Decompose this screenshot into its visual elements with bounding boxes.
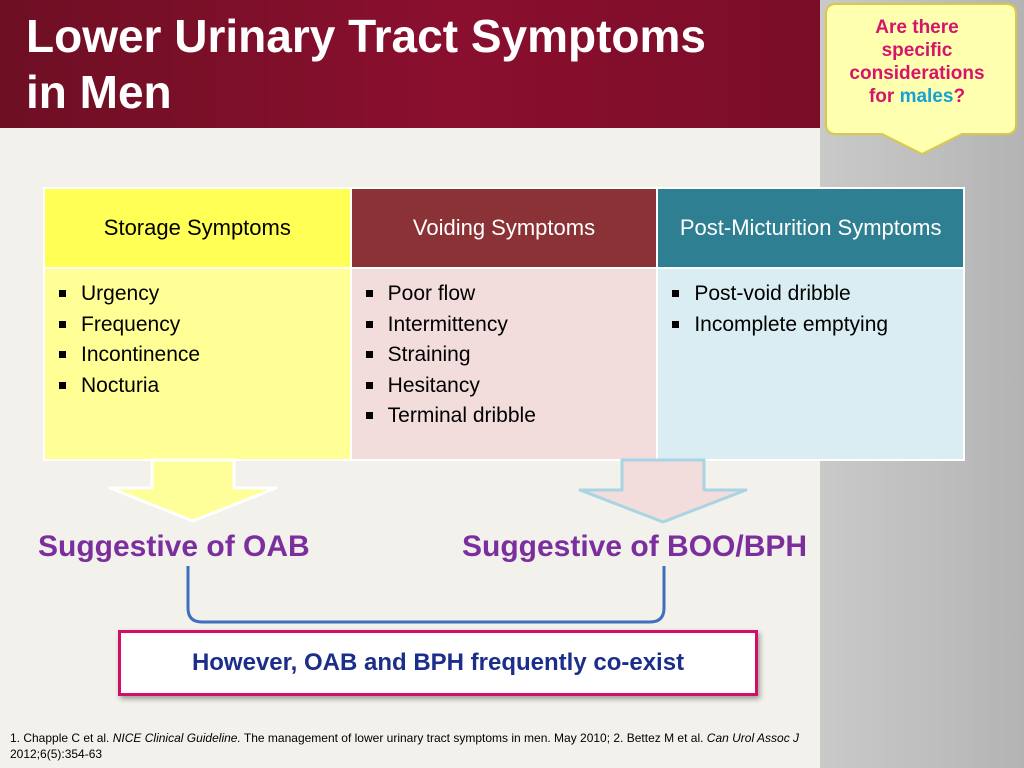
list-item: Terminal dribble <box>364 401 657 432</box>
post-micturition-cell: Post-void dribble Incomplete emptying <box>656 267 965 461</box>
oab-down-arrow <box>108 458 278 523</box>
title-banner: Lower Urinary Tract Symptoms in Men <box>0 0 820 128</box>
list-item: Urgency <box>57 279 350 310</box>
conclusion-text: However, OAB and BPH frequently co-exist <box>191 649 685 676</box>
symptoms-table: Storage Symptoms Voiding Symptoms Post-M… <box>43 187 965 461</box>
storage-cell: Urgency Frequency Incontinence Nocturia <box>43 267 352 461</box>
ref-2-rest: 2012;6(5):354-63 <box>10 747 103 761</box>
suggestive-oab-label: Suggestive of OAB <box>38 530 310 563</box>
voiding-list: Poor flow Intermittency Straining Hesita… <box>364 279 657 432</box>
list-item: Straining <box>364 340 657 371</box>
callout-line-1: Are there <box>875 17 959 38</box>
slide-title: Lower Urinary Tract Symptoms in Men <box>26 10 706 118</box>
callout-question-mark: ? <box>953 86 966 107</box>
callout-bubble <box>825 3 1017 156</box>
ref-1-prefix: 1. Chapple C et al. <box>10 731 113 745</box>
voiding-header: Voiding Symptoms <box>349 187 659 269</box>
list-item: Intermittency <box>364 310 657 341</box>
post-micturition-header: Post-Micturition Symptoms <box>656 187 965 269</box>
list-item: Incontinence <box>57 340 350 371</box>
co-exist-bracket <box>186 566 666 624</box>
storage-header: Storage Symptoms <box>43 187 352 269</box>
boo-down-arrow <box>578 458 748 524</box>
table-body-row: Urgency Frequency Incontinence Nocturia … <box>43 267 965 461</box>
callout-for: for <box>868 86 895 107</box>
list-item: Poor flow <box>364 279 657 310</box>
list-item: Frequency <box>57 310 350 341</box>
ref-1-rest: The management of lower urinary tract sy… <box>240 731 707 745</box>
list-item: Post-void dribble <box>670 279 963 310</box>
suggestive-boo-bph-label: Suggestive of BOO/BPH <box>462 530 808 563</box>
list-item: Nocturia <box>57 371 350 402</box>
callout-line-3: considerations <box>849 63 985 84</box>
callout-highlight-males: males <box>899 86 954 107</box>
callout-line-4: for males? <box>826 85 1008 108</box>
list-item: Hesitancy <box>364 371 657 402</box>
storage-list: Urgency Frequency Incontinence Nocturia <box>57 279 350 401</box>
post-micturition-list: Post-void dribble Incomplete emptying <box>670 279 963 340</box>
ref-1-source: NICE Clinical Guideline. <box>112 731 241 745</box>
table-header-row: Storage Symptoms Voiding Symptoms Post-M… <box>43 187 965 269</box>
callout-question: Are there specific considerations for ma… <box>826 16 1008 108</box>
voiding-cell: Poor flow Intermittency Straining Hesita… <box>349 267 659 461</box>
list-item: Incomplete emptying <box>670 310 963 341</box>
callout-line-2: specific <box>881 40 953 61</box>
arrows-and-bracket <box>108 458 748 624</box>
references: 1. Chapple C et al. NICE Clinical Guidel… <box>10 730 815 762</box>
conclusion-box: However, OAB and BPH frequently co-exist <box>118 630 758 696</box>
ref-2-journal: Can Urol Assoc J <box>706 731 800 745</box>
